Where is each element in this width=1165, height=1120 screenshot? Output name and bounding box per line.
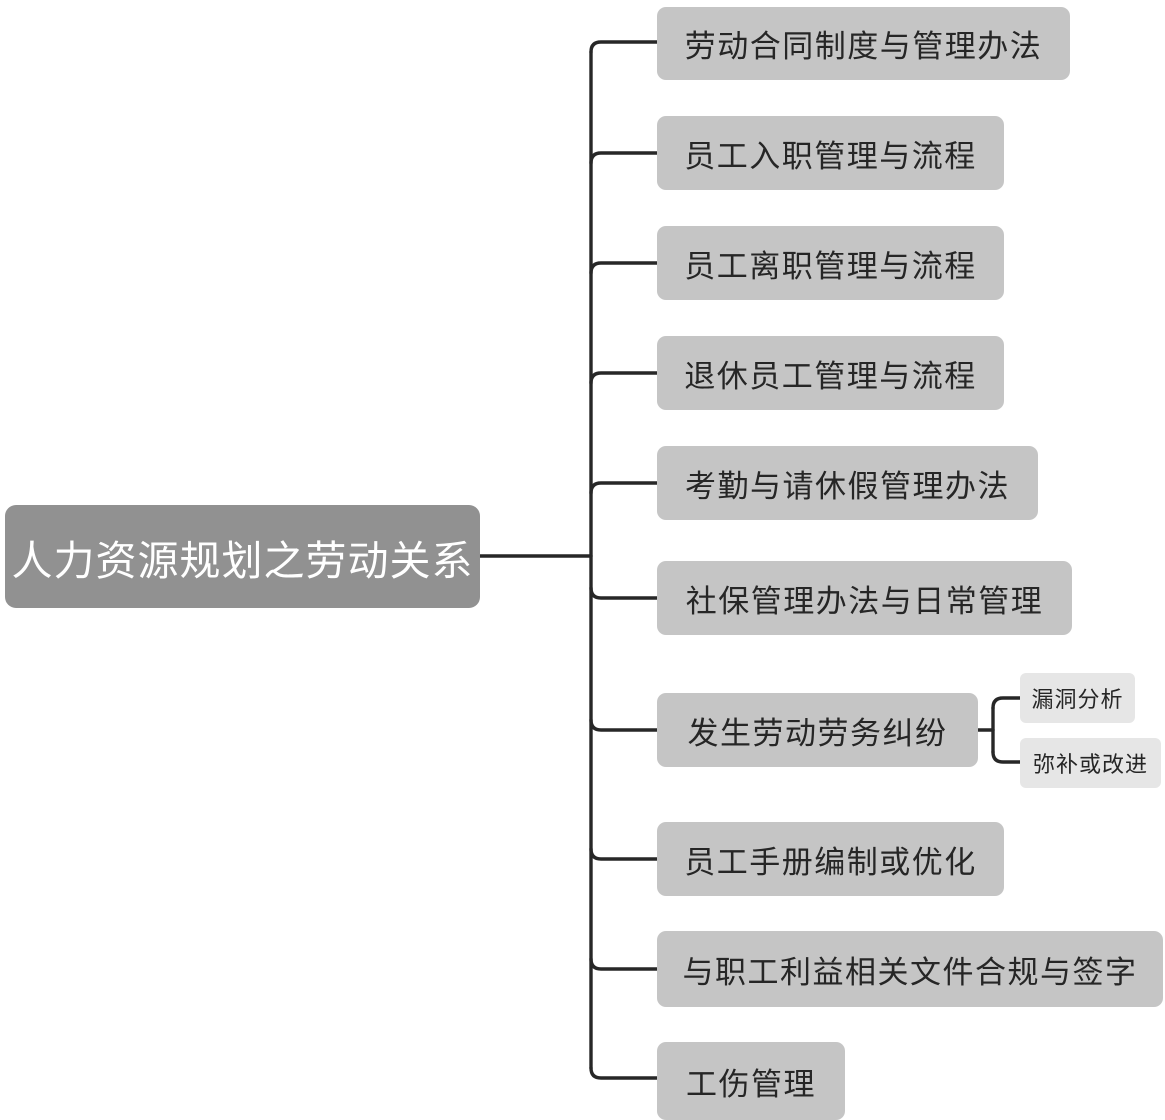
connector-branch-7: [589, 718, 659, 732]
leaf-node-label: 弥补或改进: [1032, 752, 1148, 777]
connector-branch-2: [589, 151, 659, 165]
connector-branch-10: [589, 1066, 659, 1080]
branch-node-8[interactable]: 员工手册编制或优化: [657, 822, 1004, 896]
branch-node-4[interactable]: 退休员工管理与流程: [657, 336, 1004, 410]
branch-node-6[interactable]: 社保管理办法与日常管理: [657, 561, 1072, 635]
connector-branch-3: [589, 261, 659, 275]
connector-leaf-2: [991, 750, 1022, 764]
connector-leaf-1: [991, 696, 1022, 710]
branch-node-label: 与职工利益相关文件合规与签字: [682, 954, 1138, 990]
branch-node-label: 工伤管理: [686, 1066, 816, 1102]
branch-node-label: 员工离职管理与流程: [684, 248, 977, 284]
leaf-node-2[interactable]: 弥补或改进: [1020, 738, 1161, 788]
branch-node-5[interactable]: 考勤与请休假管理办法: [657, 446, 1038, 520]
branch-node-3[interactable]: 员工离职管理与流程: [657, 226, 1004, 300]
branch-node-9[interactable]: 与职工利益相关文件合规与签字: [657, 931, 1163, 1007]
connector-branch-8: [589, 847, 659, 861]
branch-node-10[interactable]: 工伤管理: [657, 1042, 845, 1120]
branch-node-label: 员工入职管理与流程: [684, 138, 977, 174]
connector-branch-6: [589, 586, 659, 600]
leaf-node-1[interactable]: 漏洞分析: [1020, 673, 1135, 723]
branch-node-label: 劳动合同制度与管理办法: [684, 29, 1043, 64]
branch-node-label: 退休员工管理与流程: [684, 358, 977, 394]
branch-node-label: 员工手册编制或优化: [684, 844, 977, 880]
connector-branch-9: [589, 957, 659, 971]
branch-node-2[interactable]: 员工入职管理与流程: [657, 116, 1004, 190]
leaf-node-label: 漏洞分析: [1031, 687, 1124, 712]
branch-node-1[interactable]: 劳动合同制度与管理办法: [657, 7, 1070, 80]
branch-node-label: 考勤与请休假管理办法: [685, 468, 1010, 504]
branch-node-label: 发生劳动劳务纠纷: [687, 715, 948, 751]
root-node[interactable]: 人力资源规划之劳动关系: [5, 505, 480, 608]
branch-node-7[interactable]: 发生劳动劳务纠纷: [657, 693, 978, 767]
connector-branch-5: [589, 481, 659, 495]
connector-branch-4: [589, 371, 659, 385]
branch-node-label: 社保管理办法与日常管理: [685, 583, 1044, 619]
root-node-label: 人力资源规划之劳动关系: [11, 537, 474, 584]
connector-branch-1: [589, 40, 659, 54]
